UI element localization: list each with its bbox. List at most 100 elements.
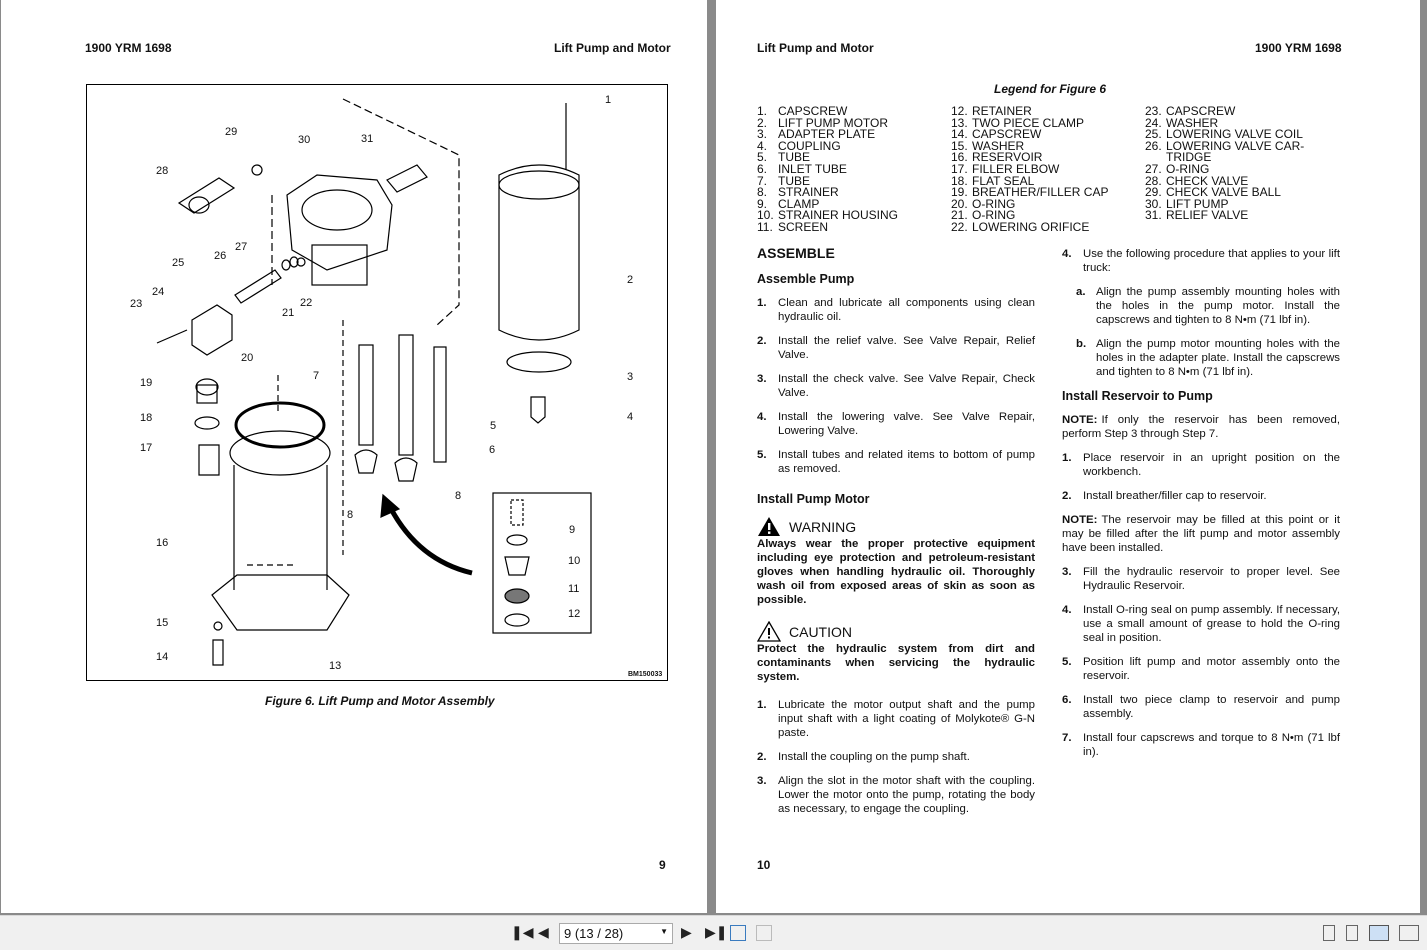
item-text: Align the pump assembly mounting holes w… [1096,286,1340,326]
item-number: b. [1076,338,1087,350]
facing-pages-view-icon[interactable] [1369,925,1389,941]
legend-item: 18.FLAT SEAL [951,173,1108,188]
legend-item: 6.INLET TUBE [757,163,898,176]
item-number: 2. [757,335,767,347]
legend-item: 27.O-RING [1145,161,1304,176]
item-number: 1. [1062,452,1072,464]
callout: 8 [455,490,462,502]
figure-code: BM150033 [628,671,663,678]
item-number: 13. [951,115,968,130]
item-text: TUBE [778,150,811,165]
item-number: 11. [757,219,773,234]
go-back-view-icon[interactable] [730,925,746,941]
note-text: The reservoir may be filled at this poin… [1062,514,1340,554]
figure-caption: Figure 6. Lift Pump and Motor Assembly [265,694,495,708]
step-list: 1.Clean and lubricate all components usi… [757,296,1035,476]
item-number: 2. [1062,490,1072,502]
item-text: COUPLING [778,138,841,153]
item-number: 30. [1145,196,1162,211]
callout: 23 [130,298,143,310]
heading-assemble-pump: Assemble Pump [757,272,855,286]
step: 3.Install the check valve. See Valve Rep… [757,372,1035,400]
continuous-view-icon[interactable] [1346,925,1358,941]
callout: 5 [490,420,497,432]
step: 2.Install the coupling on the pump shaft… [757,750,1035,764]
callout: 19 [140,377,153,389]
callout: 14 [156,651,169,663]
step: 6.Install two piece clamp to reservoir a… [1062,693,1340,721]
item-text: LIFT PUMP MOTOR [778,115,889,130]
note-text: If only the reservoir has been removed, … [1062,414,1340,440]
callout: 28 [156,165,169,177]
single-page-view-icon[interactable] [1323,925,1335,941]
legend-item: 1.CAPSCREW [757,105,898,118]
callout: 6 [489,444,496,456]
warning-icon [758,517,780,536]
item-text: CHECK VALVE BALL [1166,185,1281,200]
callout: 2 [627,274,634,286]
item-number: 17. [951,161,968,176]
item-text: Fill the hydraulic reservoir to proper l… [1083,566,1340,592]
item-text: Install O-ring seal on pump assembly. If… [1083,604,1340,644]
doc-number: 1900 YRM 1698 [85,41,172,55]
item-number: 27. [1145,161,1162,176]
item-text: RESERVOIR [972,150,1043,165]
item-number: a. [1076,286,1086,298]
warning-label: WARNING [789,518,857,535]
item-number: 20. [951,196,968,211]
item-text: STRAINER HOUSING [778,208,899,223]
step: 1.Lubricate the motor output shaft and t… [757,698,1035,740]
item-text: RELIEF VALVE [1166,208,1249,223]
item-number: 5. [757,150,768,165]
caution-label: CAUTION [789,623,852,640]
heading-assemble: ASSEMBLE [757,245,835,261]
page-field-value: 9 (13 / 28) [564,926,624,941]
next-page-button[interactable]: ▶ [681,924,692,940]
callout: 4 [627,411,634,423]
item-number: 4. [757,138,768,153]
item-number: 23. [1145,104,1162,118]
continuous-facing-view-icon[interactable] [1399,925,1419,941]
legend-item: 20. O-RING [951,196,1108,211]
item-text: O-RING [972,196,1016,211]
go-forward-view-icon[interactable] [756,925,772,941]
callout: 13 [329,660,342,672]
item-text: WASHER [1166,115,1219,130]
item-number: 28. [1145,173,1162,188]
callout: 25 [172,257,185,269]
last-page-button[interactable]: ▶❚ [705,924,728,940]
page-selector[interactable]: 9 (13 / 28)▼ [559,923,673,944]
callout: 26 [214,250,227,262]
callout: 10 [568,555,581,567]
legend-item: 28.CHECK VALVE [1145,173,1304,188]
callout: 20 [241,352,254,364]
item-text: TWO PIECE CLAMP [972,115,1085,130]
item-number: 26. [1145,138,1162,153]
step: 5.Position lift pump and motor assembly … [1062,655,1340,683]
item-number: 18. [951,173,968,188]
legend-item: 3.ADAPTER PLATE [757,128,898,141]
legend-item: 25.LOWERING VALVE COIL [1145,128,1304,141]
step: 2. Install the relief valve. See Valve Re… [757,334,1035,362]
legend-item: 13. TWO PIECE CLAMP [951,115,1108,130]
item-text: LOWERING ORIFICE [972,219,1090,234]
previous-page-button[interactable]: ◀ [538,924,549,940]
legend-item: 12.RETAINER [951,105,1108,118]
item-text: Install the relief valve. See Valve Repa… [778,335,1035,361]
first-page-button[interactable]: ❚◀ [511,924,534,940]
item-number: 21. [951,208,968,223]
legend-title: Legend for Figure 6 [994,82,1107,96]
legend-item: 19.BREATHER/FILLER CAP [951,186,1108,199]
item-number: 3. [757,775,767,787]
item-number: 29. [1145,185,1162,200]
legend-item: 5. TUBE [757,152,898,164]
item-number: 4. [757,411,767,423]
callout: 7 [313,370,320,382]
exploded-diagram [156,98,592,666]
note: NOTE:If only the reservoir has been remo… [1062,413,1340,441]
item-text: Clean and lubricate all components using… [778,297,1035,323]
item-number: 3. [1062,566,1072,578]
callout: 21 [282,307,295,319]
